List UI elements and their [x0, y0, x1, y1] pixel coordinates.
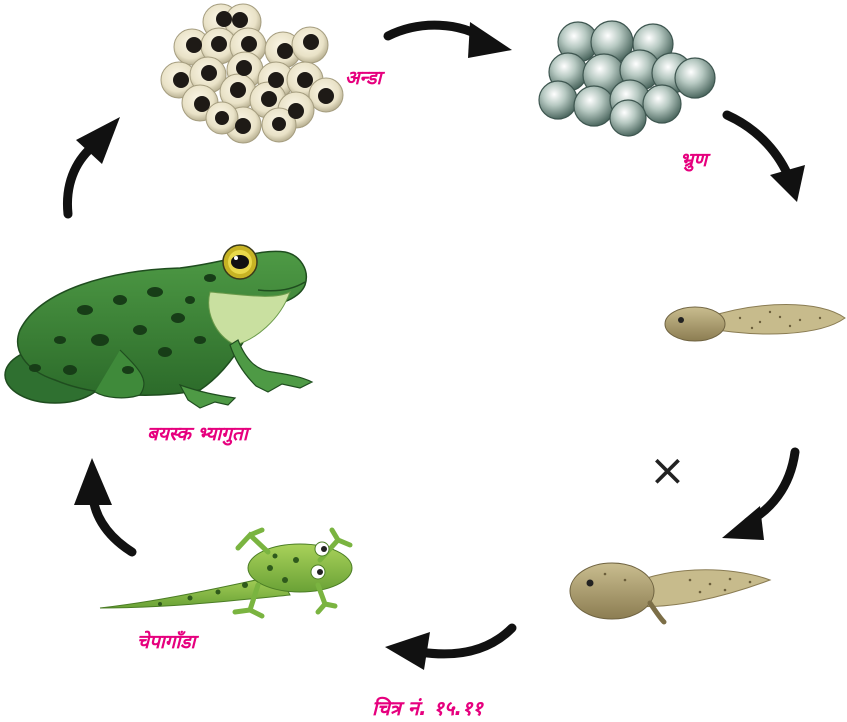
- label-embryo: भ्रुण: [680, 149, 708, 171]
- embryo-cluster: [538, 20, 716, 137]
- egg-cluster: [160, 3, 344, 144]
- adult-frog: [4, 244, 314, 409]
- arrow-froglet-to-adult: [74, 458, 137, 557]
- cycle-arrows: [62, 20, 805, 670]
- arrow-adult-to-egg: [62, 117, 120, 219]
- arrow-embryo-to-tadpole: [722, 110, 805, 202]
- arrow-tadpole-to-legged-tadpole: [722, 447, 800, 540]
- cross-mark: ×: [649, 445, 686, 496]
- label-froglet: चेपागाँडा: [137, 631, 196, 653]
- label-egg: अन्डा: [345, 67, 382, 89]
- tadpole-with-legs: [569, 562, 772, 625]
- tadpole-early: [664, 304, 846, 342]
- arrow-legged-tadpole-to-froglet: [385, 623, 517, 670]
- arrow-egg-to-embryo: [383, 20, 512, 58]
- figure-caption: चित्र नं. १५.११: [372, 696, 483, 720]
- label-adult-frog: बयस्क भ्यागुता: [147, 423, 248, 445]
- froglet: [99, 527, 353, 619]
